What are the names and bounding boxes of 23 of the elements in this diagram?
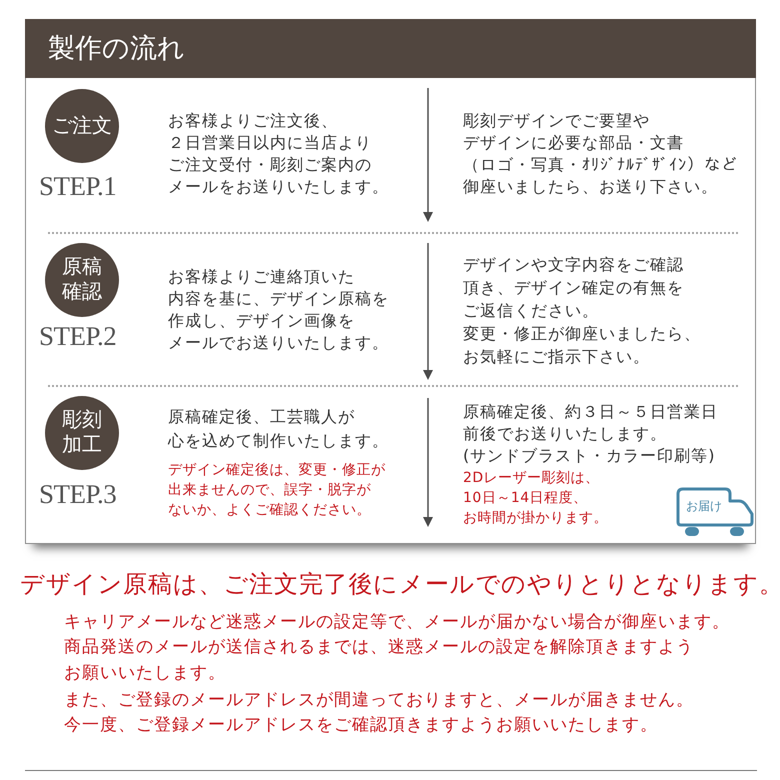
step-label: STEP.2 xyxy=(39,320,116,352)
step-circle: 彫刻加工 xyxy=(45,396,119,470)
step-label: STEP.1 xyxy=(39,170,116,202)
step-description: (サンドブラスト・カラー印刷等) xyxy=(463,445,716,467)
caution-note: デザイン確定後は、変更・修正が出来ませんので、誤字・脱字がないか、よくご確認ください。 xyxy=(168,461,386,520)
step-description: 彫刻デザインでご要望やデザインに必要な部品・文書（ロゴ・写真・ｵﾘｼﾞﾅﾙﾃﾞｻﾞｲﾝ）など御座いましたら、お送り下さい。 xyxy=(463,110,738,198)
notice-text: また、ご登録のメールアドレスが間違っておりますと、メールが届きません。 xyxy=(64,689,694,712)
step-description: 原稿確定後、工芸職人が心を込めて制作いたします。 xyxy=(168,406,389,452)
caution-note: 2Dレーザー彫刻は、10日～14日程度、お時間が掛かります。 xyxy=(463,469,608,528)
step-circle: 原稿確認 xyxy=(45,243,119,317)
delivery-label: お届け xyxy=(686,499,722,514)
step-circle: ご注文 xyxy=(45,89,119,163)
step-description: お客様よりご注文後、２日営業日以内に当店よりご注文受付・彫刻ご案内のメールをお送りいたします。 xyxy=(168,110,389,198)
notice-heading: デザイン原稿は、ご注文完了後にメールでのやりとりとなります。 xyxy=(20,569,780,600)
notice-text: 商品発送のメールが送信されるまでは、迷惑メールの設定を解除頂きますようお願いいたします。 xyxy=(64,636,694,685)
step-description: 原稿確定後、約３日～５日営業日前後でお送りいたします。 xyxy=(463,401,718,445)
notice-text: キャリアメールなど迷惑メールの設定等で、メールが届かない場合が御座います。 xyxy=(64,611,730,634)
step-description: 変更・修正が御座いましたら、お気軽にご指示下さい。 xyxy=(463,323,701,368)
step-description: お客様よりご連絡頂いた内容を基に、デザイン原稿を作成し、デザイン画像をメールでお送りいたします。 xyxy=(168,266,389,354)
diagram-title: 製作の流れ xyxy=(48,32,185,65)
step-label: STEP.3 xyxy=(39,478,116,510)
notice-text: 今一度、ご登録メールアドレスをご確認頂きますようお願いいたします。 xyxy=(64,714,658,737)
step-description: デザインや文字内容をご確認頂き、デザイン確定の有無をご返信ください。 xyxy=(463,254,684,322)
